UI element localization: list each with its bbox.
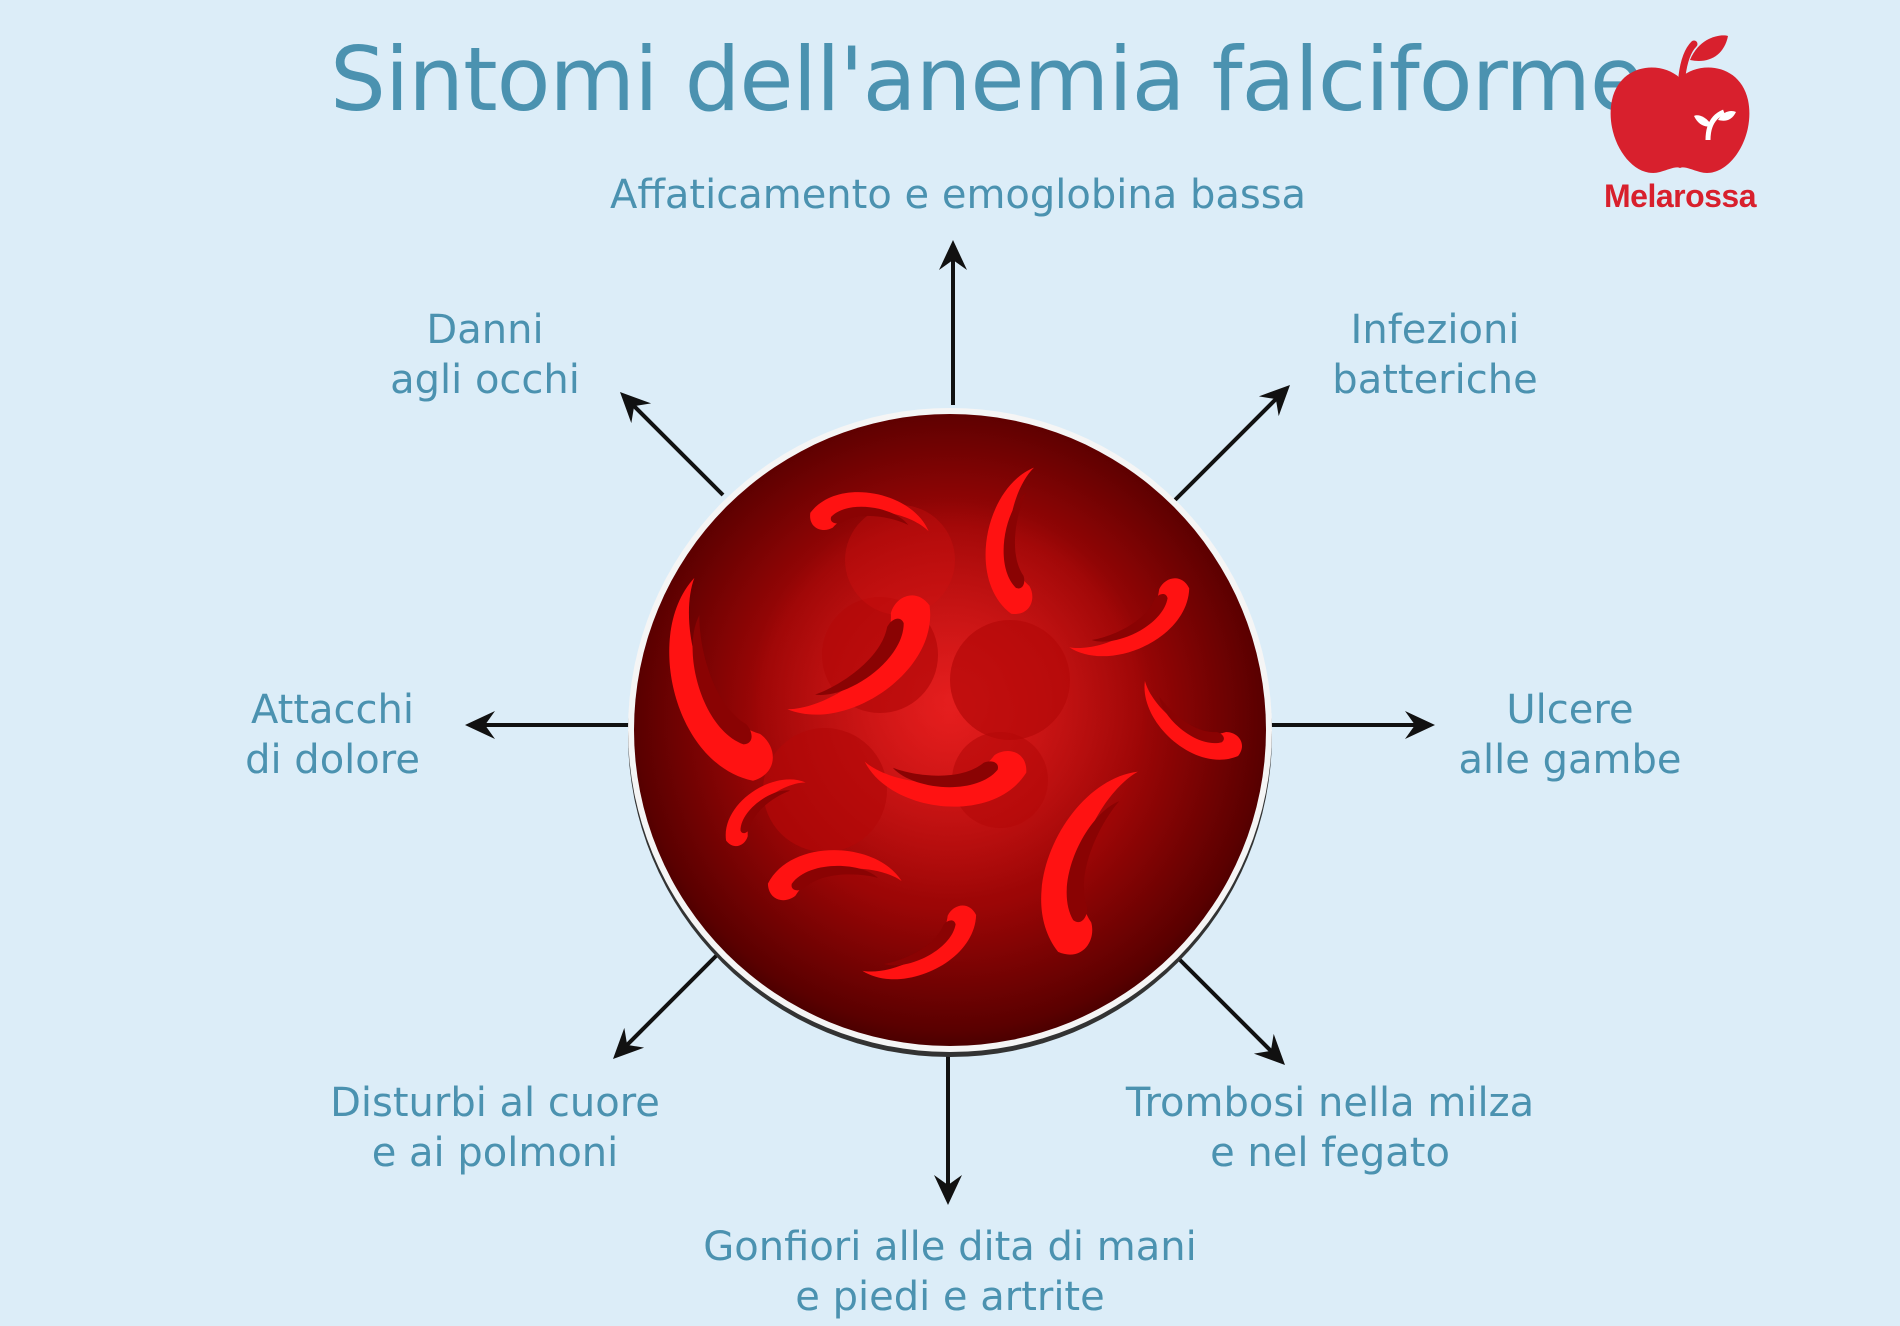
- symptom-top: Affaticamento e emoglobina bassa: [610, 172, 1307, 218]
- logo-brand-text: Melarossa: [1603, 178, 1757, 214]
- page-title: Sintomi dell'anemia falciforme: [330, 28, 1644, 131]
- melarossa-logo[interactable]: Melarossa: [1590, 30, 1770, 220]
- arrows: [470, 245, 1430, 1200]
- apple-icon: [1610, 35, 1750, 173]
